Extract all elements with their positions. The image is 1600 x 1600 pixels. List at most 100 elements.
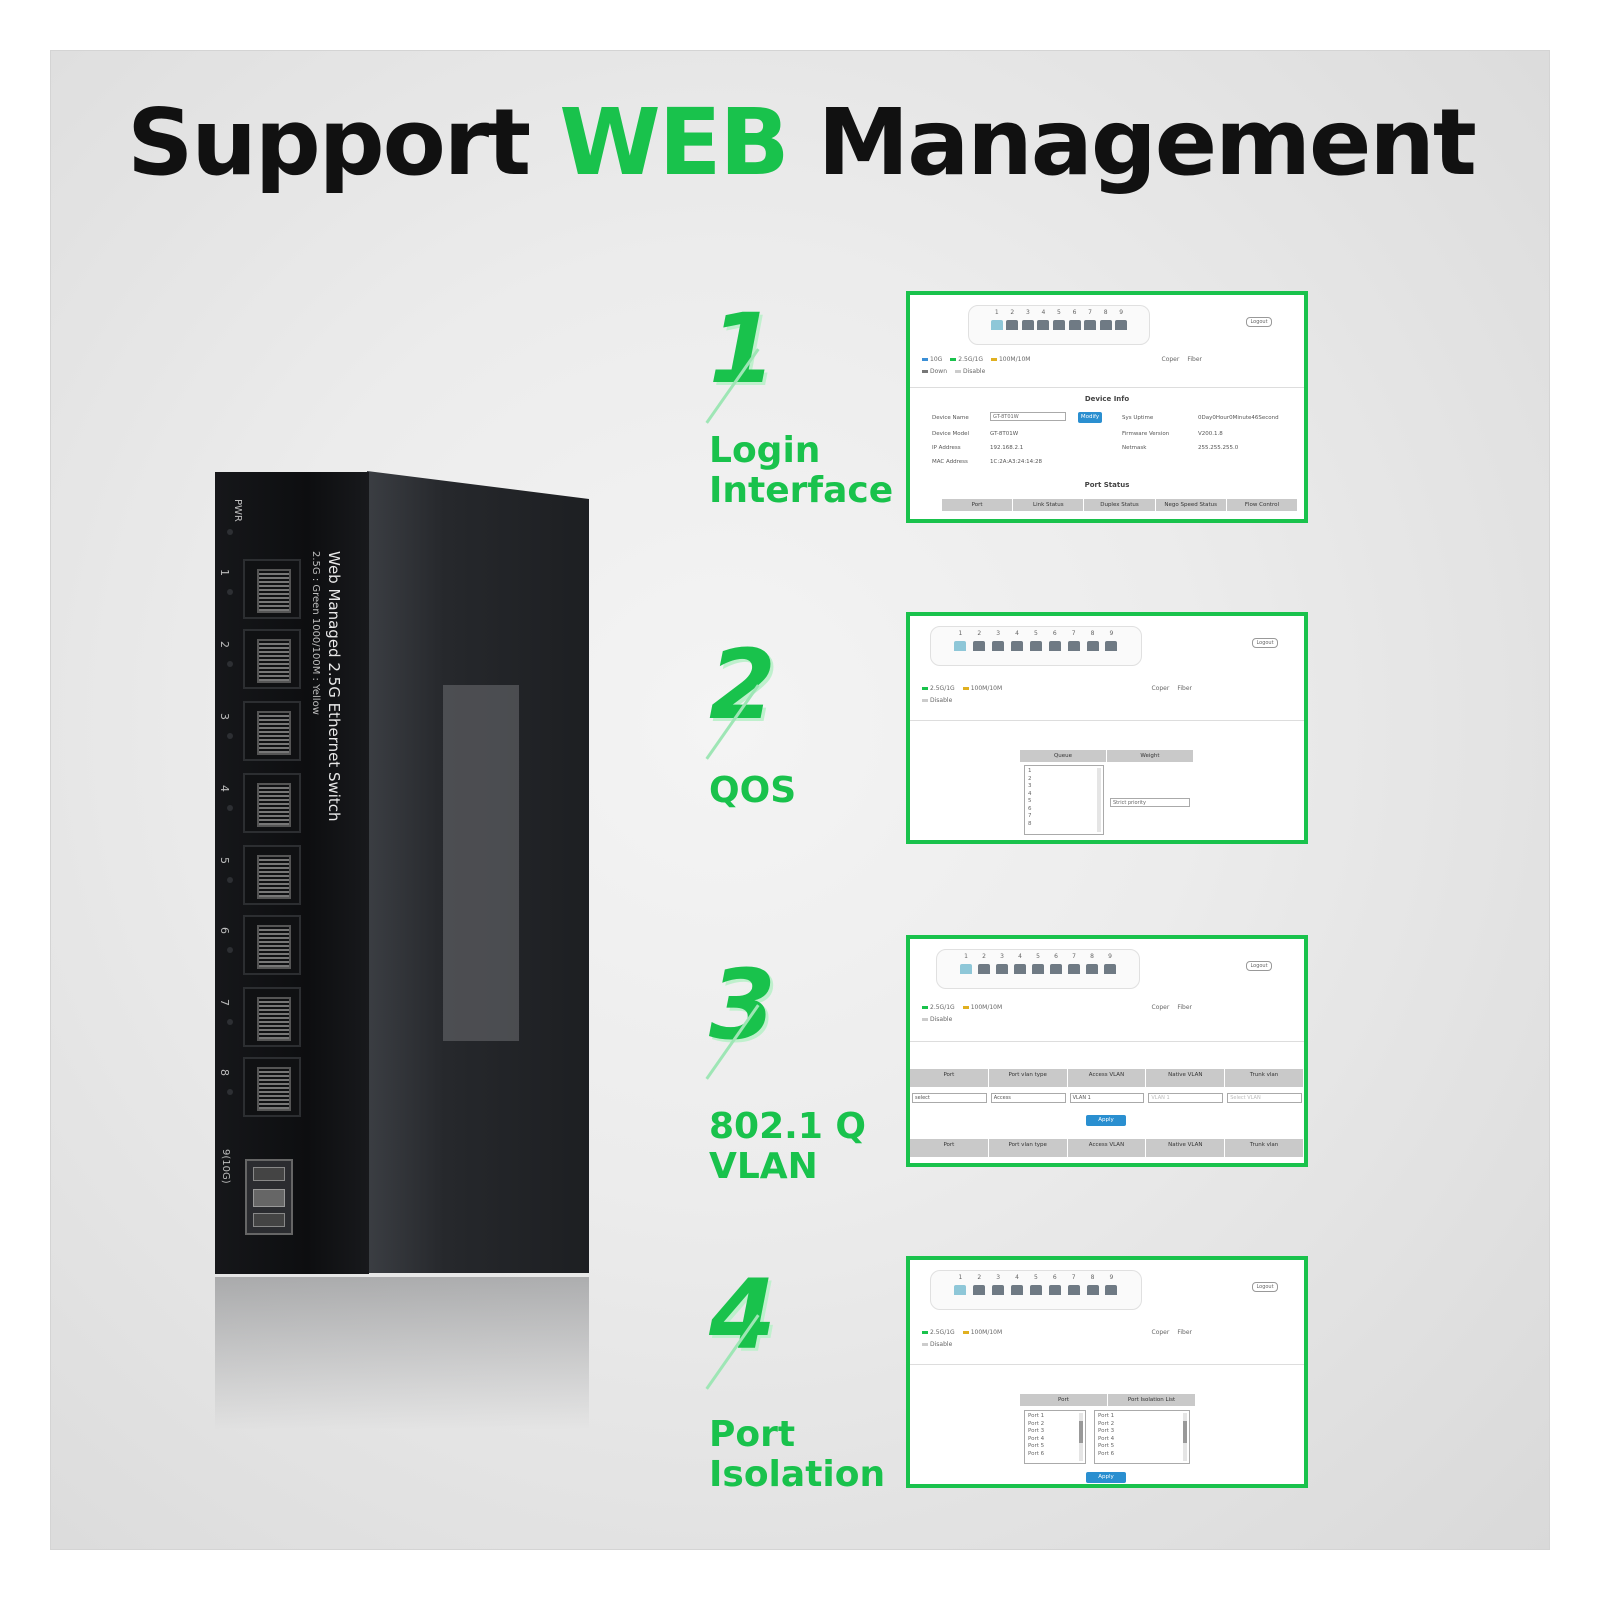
list-item[interactable]: 7 [1028, 813, 1032, 819]
vlan-type-select[interactable]: Access [990, 1093, 1066, 1103]
port-icon[interactable] [1029, 1285, 1042, 1295]
modify-button[interactable]: Modify [1078, 412, 1102, 423]
port-icon[interactable] [990, 320, 1003, 330]
port-icon[interactable] [1048, 1285, 1061, 1295]
port-icon[interactable] [1048, 641, 1061, 651]
product-banner: Support WEB Management Web Managed 2.5G … [50, 50, 1550, 1550]
port-icon[interactable] [1052, 320, 1065, 330]
panel-port-num: 5 [1034, 630, 1038, 637]
column-header: Trunk vlan [1225, 1069, 1304, 1087]
divider [910, 720, 1304, 721]
list-item[interactable]: Port 1 [1028, 1413, 1045, 1419]
device-info-title: Device Info [1084, 395, 1130, 403]
port-icon[interactable] [1050, 964, 1062, 974]
list-item[interactable]: 2 [1028, 775, 1032, 782]
feature-qos: 2 QOS [705, 637, 909, 811]
list-item[interactable]: 4 [1028, 790, 1032, 797]
list-item[interactable]: Port 4 [1028, 1435, 1045, 1442]
scrollbar[interactable] [1097, 768, 1101, 832]
list-item[interactable]: 6 [1028, 805, 1032, 812]
list-item[interactable]: Port 2 [1028, 1420, 1045, 1427]
port-icon[interactable] [1105, 641, 1118, 651]
legend-item: Disable [922, 697, 952, 704]
switch-title: Web Managed 2.5G Ethernet Switch [325, 551, 343, 822]
port-icon[interactable] [1011, 1285, 1024, 1295]
port-icon[interactable] [960, 964, 972, 974]
list-item[interactable]: 5 [1028, 798, 1032, 804]
port-icon[interactable] [1099, 320, 1112, 330]
trunk-vlan-select[interactable]: Select VLAN [1227, 1093, 1302, 1103]
port-icon[interactable] [1011, 641, 1024, 651]
port-icon[interactable] [1006, 320, 1019, 330]
list-item[interactable]: Port 1 [1098, 1413, 1115, 1419]
list-item[interactable]: Port 5 [1098, 1443, 1115, 1449]
port-legend: 2.5G/1G 100M/10M Disable Coper Fiber [922, 1001, 1292, 1025]
weight-select[interactable]: Strict priority [1110, 798, 1190, 807]
apply-button[interactable]: Apply [1086, 1115, 1126, 1126]
scroll-thumb[interactable] [1079, 1421, 1083, 1443]
port-icon[interactable] [996, 964, 1008, 974]
ethernet-port-3 [243, 701, 301, 761]
list-item[interactable]: 8 [1028, 820, 1032, 827]
port-legend: 2.5G/1G 100M/10M Disable Coper Fiber [922, 682, 1292, 706]
list-item[interactable]: Port 3 [1028, 1428, 1045, 1434]
panel-port-num: 3 [996, 1274, 1001, 1281]
port-icon[interactable] [1037, 320, 1050, 330]
port-icon[interactable] [1086, 641, 1099, 651]
list-item[interactable]: Port 4 [1098, 1435, 1115, 1442]
port-icon[interactable] [1115, 320, 1128, 330]
device-name-input[interactable]: GT-8T01W [990, 412, 1066, 421]
port-icon[interactable] [1067, 641, 1080, 651]
port-icon[interactable] [992, 1285, 1005, 1295]
logout-button[interactable]: Logout [1246, 317, 1272, 327]
logout-button[interactable]: Logout [1252, 638, 1278, 648]
list-item[interactable]: 3 [1028, 783, 1032, 789]
panel-port-num: 4 [1015, 630, 1019, 637]
column-header: Port [942, 499, 1014, 511]
list-item[interactable]: Port 5 [1028, 1443, 1045, 1449]
list-item[interactable]: Port 2 [1098, 1420, 1115, 1427]
port-icon[interactable] [1105, 1285, 1118, 1295]
port-listbox[interactable]: Port 1 Port 2 Port 3 Port 4 Port 5 Port … [1024, 1410, 1086, 1464]
isolation-listbox[interactable]: Port 1 Port 2 Port 3 Port 4 Port 5 Port … [1094, 1410, 1190, 1464]
native-vlan-select[interactable]: VLAN 1 [1148, 1093, 1224, 1103]
port-select[interactable]: select [912, 1093, 987, 1103]
port-icon[interactable] [954, 641, 967, 651]
access-vlan-select[interactable]: VLAN 1 [1069, 1093, 1145, 1103]
port-icon[interactable] [992, 641, 1005, 651]
port-icon[interactable] [1086, 964, 1098, 974]
list-item[interactable]: 1 [1028, 768, 1032, 774]
port-number-5: 5 [218, 857, 231, 864]
port-icon[interactable] [954, 1285, 967, 1295]
list-item[interactable]: Port 6 [1098, 1450, 1115, 1457]
panel-port-num: 7 [1088, 309, 1092, 316]
list-item[interactable]: Port 6 [1028, 1450, 1045, 1457]
field-value: 1C:2A:A3:24:14:28 [990, 459, 1043, 465]
port-icon[interactable] [973, 1285, 986, 1295]
port-icon[interactable] [978, 964, 990, 974]
logout-button[interactable]: Logout [1246, 961, 1272, 971]
field-value: 255.255.255.0 [1198, 445, 1239, 451]
port-icon[interactable] [1086, 1285, 1099, 1295]
sfp-port [245, 1159, 293, 1235]
queue-listbox[interactable]: 1 2 3 4 5 6 7 8 [1024, 765, 1104, 835]
scrollbar[interactable] [1079, 1413, 1083, 1461]
scroll-thumb[interactable] [1183, 1421, 1187, 1443]
scrollbar[interactable] [1183, 1413, 1187, 1461]
legend-fiber: Fiber [1177, 1328, 1192, 1336]
port-icon[interactable] [1067, 1285, 1080, 1295]
port-icon[interactable] [1014, 964, 1026, 974]
port-icon[interactable] [1021, 320, 1034, 330]
port-icon[interactable] [1084, 320, 1097, 330]
port-icon[interactable] [1068, 964, 1080, 974]
port-icon[interactable] [973, 641, 986, 651]
list-item[interactable]: Port 3 [1098, 1428, 1115, 1434]
port-icon[interactable] [1068, 320, 1081, 330]
logout-button[interactable]: Logout [1252, 1282, 1278, 1292]
ethernet-port-5 [243, 845, 301, 905]
apply-button[interactable]: Apply [1086, 1472, 1126, 1483]
port-icon[interactable] [1104, 964, 1116, 974]
port-icon[interactable] [1032, 964, 1044, 974]
port-icon[interactable] [1029, 641, 1042, 651]
